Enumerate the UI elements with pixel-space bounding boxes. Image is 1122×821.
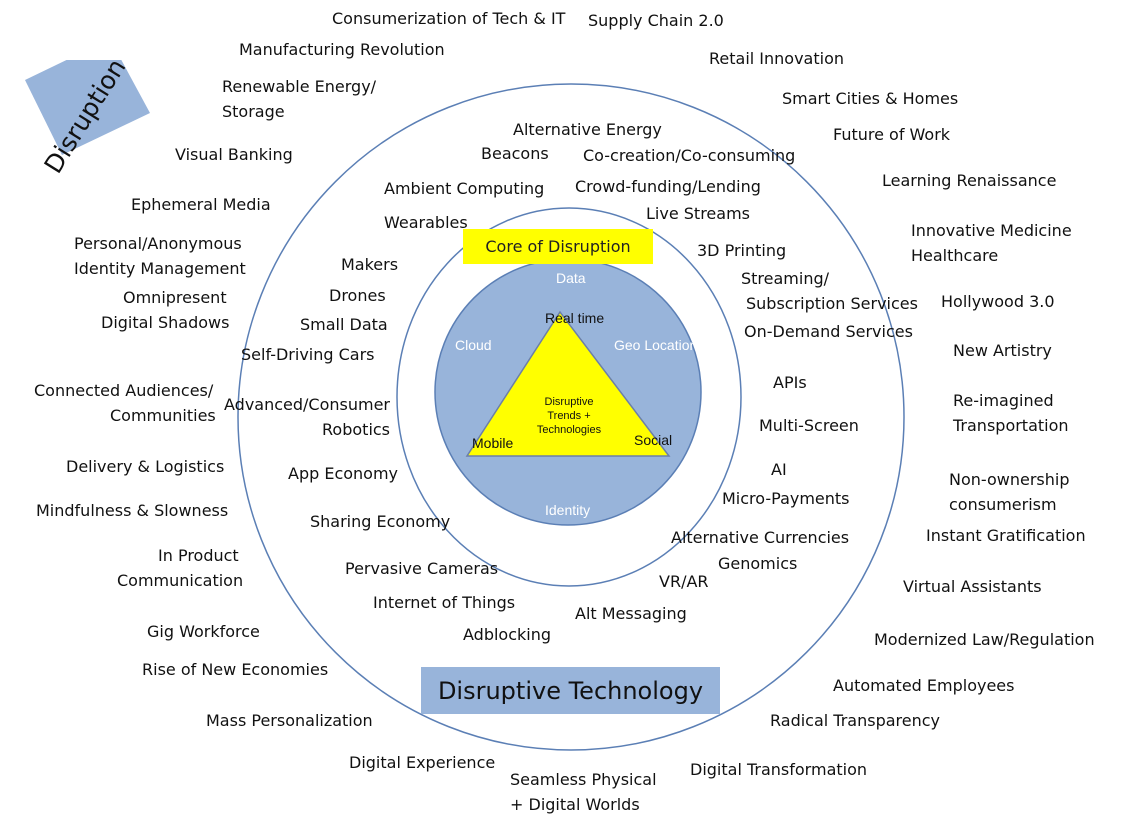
outer-label: Renewable Energy/Storage bbox=[222, 77, 377, 121]
middle-label: Streaming/Subscription Services bbox=[741, 269, 918, 313]
outer-label: New Artistry bbox=[953, 341, 1052, 360]
triangle-label-mobile: Mobile bbox=[472, 435, 514, 451]
outer-ring bbox=[237, 83, 905, 751]
outer-label: Modernized Law/Regulation bbox=[874, 630, 1095, 649]
triangle-center-label: Disruptive Trends + Technologies bbox=[536, 396, 602, 436]
outer-label: Radical Transparency bbox=[770, 711, 941, 730]
inner-label-data: Data bbox=[556, 270, 586, 286]
outer-label: Retail Innovation bbox=[709, 49, 845, 68]
middle-label: APIs bbox=[773, 373, 807, 392]
middle-label: 3D Printing bbox=[697, 241, 787, 260]
outer-label: Instant Gratification bbox=[926, 526, 1086, 545]
middle-label: Drones bbox=[329, 286, 386, 305]
outer-label: Future of Work bbox=[833, 125, 951, 144]
middle-label: Sharing Economy bbox=[310, 512, 451, 531]
outer-label: Seamless Physical+ Digital Worlds bbox=[510, 770, 657, 814]
core-of-disruption-label: Core of Disruption bbox=[463, 229, 653, 264]
disruption-title-box bbox=[25, 60, 150, 171]
outer-label: Gig Workforce bbox=[147, 622, 260, 641]
middle-label: Pervasive Cameras bbox=[345, 559, 499, 578]
middle-label: App Economy bbox=[288, 464, 399, 483]
triangle-label-social: Social bbox=[634, 432, 673, 448]
inner-label-identity: Identity bbox=[545, 502, 591, 518]
outer-label: Digital Transformation bbox=[690, 760, 868, 779]
outer-label: Delivery & Logistics bbox=[66, 457, 225, 476]
outer-label: Digital Experience bbox=[349, 753, 496, 772]
outer-label: Supply Chain 2.0 bbox=[588, 11, 724, 30]
outer-label: Rise of New Economies bbox=[142, 660, 329, 679]
middle-label: Wearables bbox=[384, 213, 468, 232]
outer-label: Consumerization of Tech & IT bbox=[332, 9, 566, 28]
inner-label-cloud: Cloud bbox=[455, 337, 492, 353]
middle-ring bbox=[396, 207, 742, 587]
outer-label: Automated Employees bbox=[833, 676, 1015, 695]
middle-label: On-Demand Services bbox=[744, 322, 913, 341]
outer-label: Connected Audiences/Communities bbox=[34, 381, 216, 425]
middle-label: Small Data bbox=[300, 315, 388, 334]
middle-label: Makers bbox=[341, 255, 399, 274]
middle-label: Micro-Payments bbox=[722, 489, 850, 508]
outer-label: Mindfulness & Slowness bbox=[36, 501, 229, 520]
middle-label: Co-creation/Co-consuming bbox=[583, 146, 796, 165]
inner-label-geo-location: Geo Location bbox=[614, 337, 698, 353]
middle-label: Alt Messaging bbox=[575, 604, 687, 623]
disruptive-technology-label: Disruptive Technology bbox=[421, 667, 720, 714]
middle-label: Adblocking bbox=[463, 625, 552, 644]
middle-label: AI bbox=[771, 460, 787, 479]
middle-label: Multi-Screen bbox=[759, 416, 859, 435]
triangle-label-real-time: Real time bbox=[545, 310, 605, 326]
outer-label: Hollywood 3.0 bbox=[941, 292, 1055, 311]
outer-label: Learning Renaissance bbox=[882, 171, 1057, 190]
middle-label: VR/AR bbox=[659, 572, 709, 591]
middle-label: Live Streams bbox=[646, 204, 750, 223]
core-triangle bbox=[465, 310, 671, 457]
middle-label: Internet of Things bbox=[373, 593, 516, 612]
middle-label: Alternative Currencies bbox=[671, 528, 850, 547]
outer-label: Virtual Assistants bbox=[903, 577, 1042, 596]
middle-label: Crowd-funding/Lending bbox=[575, 177, 761, 196]
outer-label: Manufacturing Revolution bbox=[239, 40, 445, 59]
middle-label: Self-Driving Cars bbox=[241, 345, 375, 364]
middle-label: Alternative Energy bbox=[513, 120, 662, 139]
middle-label: Genomics bbox=[718, 554, 798, 573]
outer-label: Visual Banking bbox=[175, 145, 293, 164]
outer-label: Smart Cities & Homes bbox=[782, 89, 959, 108]
middle-label: Ambient Computing bbox=[384, 179, 545, 198]
outer-label: Ephemeral Media bbox=[131, 195, 271, 214]
outer-label: Mass Personalization bbox=[206, 711, 373, 730]
middle-label: Beacons bbox=[481, 144, 549, 163]
